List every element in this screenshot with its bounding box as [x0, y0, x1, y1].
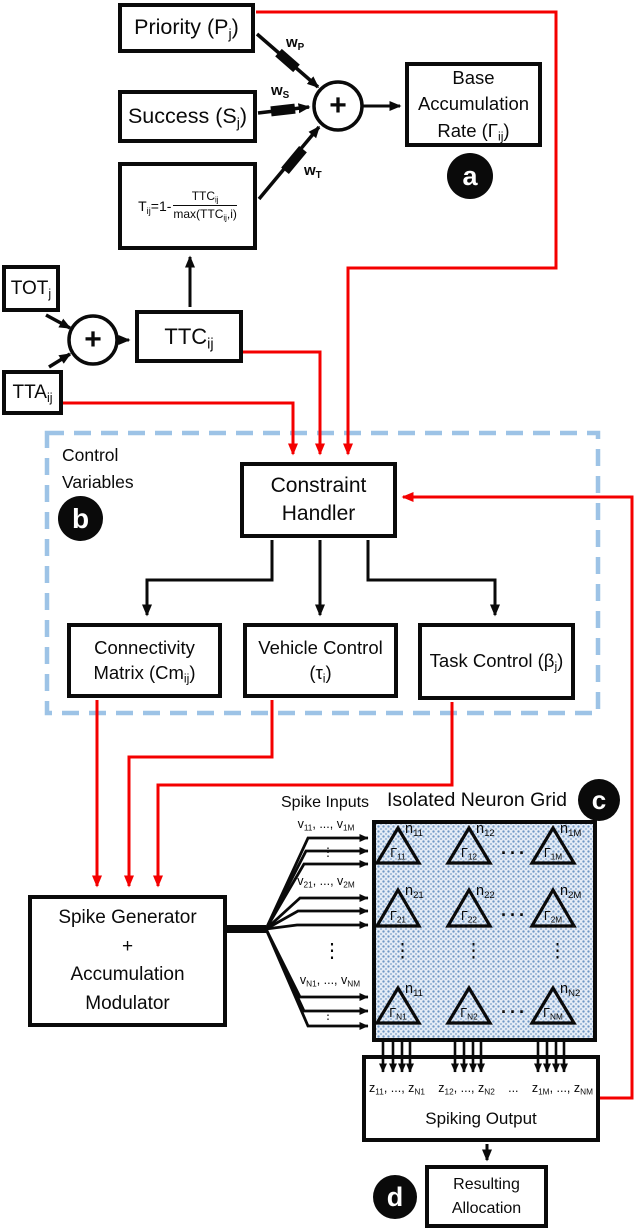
- weight-p-label: wP: [286, 34, 305, 53]
- v-ellipsis-1: ⋮: [322, 845, 334, 859]
- z-output-row: z11, ..., zN1 z12, ..., zN2 ... z1M, ...…: [369, 1080, 593, 1097]
- spike-inputs-label: Spike Inputs: [281, 794, 370, 811]
- z-output-label-1: z11, ..., zN1: [369, 1081, 425, 1097]
- neuron-gamma-label: Γ11: [390, 846, 406, 862]
- spike-generator-line: Modulator: [85, 992, 170, 1014]
- sum-symbol-2: +: [84, 323, 102, 356]
- weight-s-label: wS: [271, 82, 290, 101]
- v-ellipsis-2: ⋮: [322, 1008, 334, 1022]
- badge-c: c: [578, 779, 620, 821]
- grid-col-ellipsis: ⋮: [464, 941, 483, 962]
- neuron-gamma-label: ΓN2: [460, 1006, 478, 1022]
- weight-t-label: wT: [304, 162, 322, 181]
- grid-row-ellipsis: ···: [501, 843, 528, 863]
- neuron-n-label: n22: [476, 883, 495, 901]
- formula-lhs: Tij=1-: [138, 197, 172, 216]
- v-input-label-1: v11, ..., v1M: [297, 817, 355, 833]
- tta-label: TTAij: [12, 381, 53, 405]
- neuron-n-label: n11: [405, 981, 424, 999]
- vehicle-control-box: Vehicle Control (τi): [243, 623, 398, 698]
- spike-generator-line: +: [121, 935, 134, 957]
- spiking-output-label: Spiking Output: [425, 1109, 537, 1129]
- connectivity-matrix-label: Connectivity Matrix (Cmij): [93, 636, 196, 686]
- resulting-allocation-box: Resulting Allocation: [425, 1165, 548, 1228]
- priority-label: Priority (Pj): [134, 15, 239, 43]
- grid-col-ellipsis: ⋮: [548, 941, 567, 962]
- grid-col-ellipsis: ⋮: [393, 941, 412, 962]
- neuron-gamma-label: ΓNM: [543, 1006, 563, 1022]
- spike-fan-arrows: [227, 834, 369, 1030]
- badge-d: d: [373, 1175, 417, 1219]
- neuron-n-label: n11: [405, 821, 424, 839]
- tot-label: TOTj: [10, 277, 52, 301]
- ttc-label: TTCij: [164, 323, 214, 352]
- z-output-label-3: z1M, ..., zNM: [531, 1081, 593, 1097]
- tta-box: TTAij: [2, 370, 63, 415]
- success-label: Success (Sj): [127, 103, 248, 132]
- tot-box: TOTj: [2, 265, 60, 312]
- task-control-box: Task Control (βj): [418, 623, 575, 700]
- base-rate-box: Base Accumulation Rate (Γij): [405, 62, 542, 147]
- neuron-gamma-label: Γ1M: [543, 846, 563, 862]
- neuron-n-label: nN2: [560, 981, 581, 999]
- neuron-gamma-label: Γ2M: [543, 909, 563, 925]
- neuron-n-label: n2M: [560, 883, 582, 901]
- success-box: Success (Sj): [118, 90, 257, 143]
- constraint-handler-box: Constraint Handler: [240, 462, 397, 538]
- badge-a: a: [447, 153, 493, 199]
- spike-generator-line: Accumulation: [70, 964, 185, 985]
- spiking-output-box: z11, ..., zN1 z12, ..., zN2 ... z1M, ...…: [362, 1055, 600, 1142]
- connectivity-matrix-box: Connectivity Matrix (Cmij): [67, 623, 222, 698]
- v-input-label-2: v21, ..., v2M: [297, 874, 355, 890]
- spike-generator-box: Spike Generator + Accumulation Modulator: [28, 895, 227, 1027]
- formula-numerator: TTCij: [191, 189, 219, 205]
- badge-b: b: [58, 496, 103, 541]
- neuron-n-label: n21: [405, 883, 424, 901]
- constraint-handler-label: Constraint Handler: [270, 473, 367, 525]
- resulting-allocation-label: Resulting Allocation: [451, 1175, 522, 1217]
- control-variables-label: Control Variables: [62, 445, 134, 493]
- neuron-n-label: n1M: [560, 821, 582, 839]
- neuron-gamma-label: ΓN1: [389, 1006, 407, 1022]
- z-output-label-2: z12, ..., zN2: [438, 1081, 495, 1097]
- v-ellipsis-mid: ⋮: [322, 940, 342, 962]
- z-ellipsis: ...: [508, 1081, 519, 1095]
- sum-symbol-1: +: [329, 89, 347, 122]
- neuron-gamma-label: Γ21: [389, 909, 407, 925]
- neuron-gamma-label: Γ22: [460, 909, 478, 925]
- v-input-label-3: vN1, ..., vNM: [299, 973, 361, 989]
- neuron-n-label: n12: [476, 821, 495, 839]
- ttc-box: TTCij: [135, 310, 243, 363]
- formula-denominator: max(TTCij,i): [173, 205, 237, 223]
- neuron-gamma-label: Γ12: [460, 846, 478, 862]
- priority-box: Priority (Pj): [118, 3, 255, 53]
- neuron-grid-label: Isolated Neuron Grid: [387, 789, 567, 811]
- task-control-label: Task Control (βj): [429, 650, 564, 674]
- grid-row-ellipsis: ···: [501, 1002, 528, 1022]
- grid-row-ellipsis: ···: [501, 905, 528, 925]
- vehicle-control-label: Vehicle Control (τi): [258, 636, 383, 686]
- spike-generator-line: Spike Generator: [58, 907, 197, 928]
- base-rate-label: Base Accumulation Rate (Γij): [417, 67, 530, 144]
